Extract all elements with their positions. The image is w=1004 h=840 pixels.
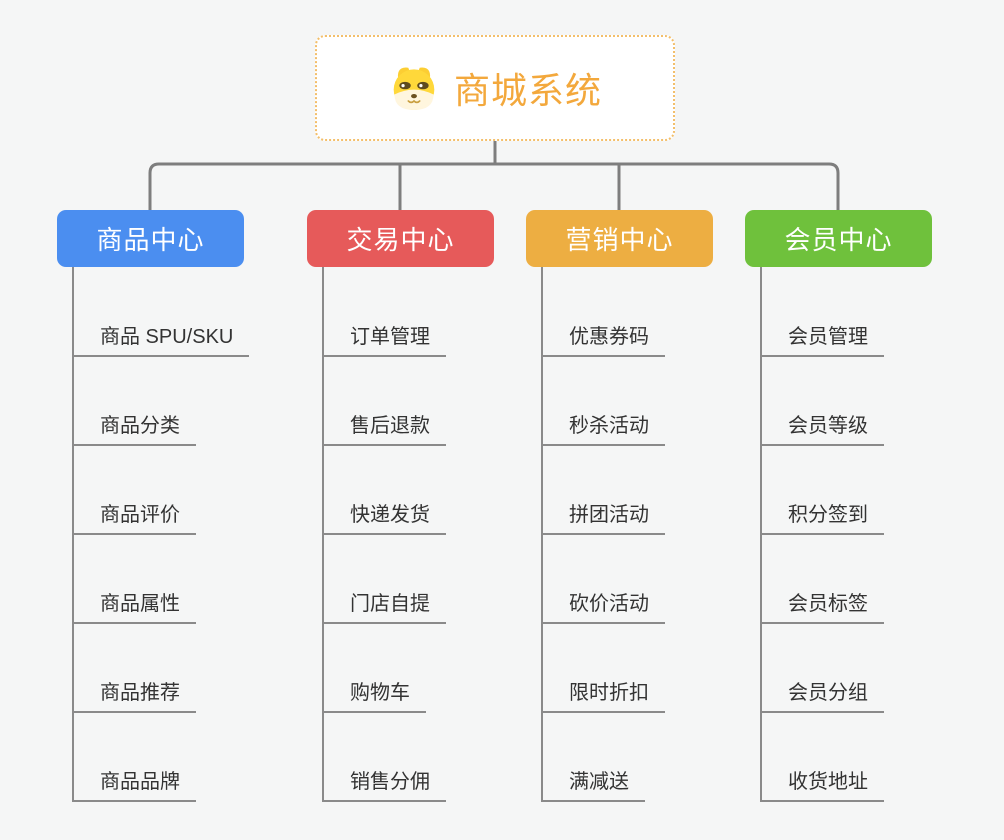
root-topic-title: 商城系统 bbox=[453, 70, 602, 111]
subtopic[interactable]: 优惠券码 bbox=[541, 317, 665, 357]
branch-header-member-center[interactable]: 会员中心 bbox=[745, 210, 932, 267]
branch-header-product-center[interactable]: 商品中心 bbox=[57, 210, 244, 267]
branch-header-marketing-center[interactable]: 营销中心 bbox=[526, 210, 713, 267]
subtopic[interactable]: 收货地址 bbox=[760, 762, 884, 802]
subtopic[interactable]: 砍价活动 bbox=[541, 584, 665, 624]
subtopic[interactable]: 会员标签 bbox=[760, 584, 884, 624]
subtopic[interactable]: 会员管理 bbox=[760, 317, 884, 357]
subtopic[interactable]: 购物车 bbox=[322, 673, 426, 713]
subtopic[interactable]: 销售分佣 bbox=[322, 762, 446, 802]
subtopic[interactable]: 积分签到 bbox=[760, 495, 884, 535]
branch-label: 交易中心 bbox=[346, 225, 455, 255]
branch-header-trade-center[interactable]: 交易中心 bbox=[307, 210, 494, 267]
branch-label: 商品中心 bbox=[96, 225, 205, 255]
subtopic[interactable]: 商品分类 bbox=[72, 406, 196, 446]
subtopic[interactable]: 商品属性 bbox=[72, 584, 196, 624]
branch-label: 会员中心 bbox=[784, 225, 893, 255]
subtopic[interactable]: 商品推荐 bbox=[72, 673, 196, 713]
subtopic[interactable]: 拼团活动 bbox=[541, 495, 665, 535]
subtopic[interactable]: 商品 SPU/SKU bbox=[72, 317, 250, 357]
dog-emoji-icon bbox=[393, 67, 435, 110]
subtopic[interactable]: 满减送 bbox=[541, 762, 645, 802]
subtopic[interactable]: 售后退款 bbox=[322, 406, 446, 446]
subtopic[interactable]: 会员等级 bbox=[760, 406, 884, 446]
subtopic[interactable]: 限时折扣 bbox=[541, 673, 665, 713]
branch-label: 营销中心 bbox=[565, 225, 674, 255]
root-topic[interactable]: 商城系统 bbox=[315, 35, 675, 141]
bus-line bbox=[148, 162, 840, 210]
subtopic[interactable]: 商品品牌 bbox=[72, 762, 196, 802]
subtopic[interactable]: 秒杀活动 bbox=[541, 406, 665, 446]
subtopic[interactable]: 会员分组 bbox=[760, 673, 884, 713]
subtopic[interactable]: 快递发货 bbox=[322, 495, 446, 535]
subtopic[interactable]: 订单管理 bbox=[322, 317, 446, 357]
subtopic[interactable]: 门店自提 bbox=[322, 584, 446, 624]
subtopic[interactable]: 商品评价 bbox=[72, 495, 196, 535]
